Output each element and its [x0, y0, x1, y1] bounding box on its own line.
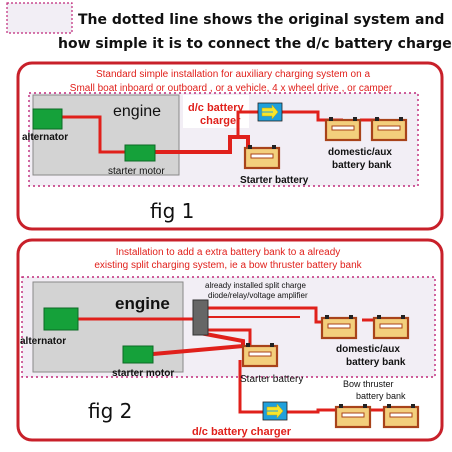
fig1-caption-1: Standard simple installation for auxilia…	[96, 69, 370, 80]
fig2-wire-charger-bow	[287, 408, 348, 414]
fig2-wire-split-starterbatt	[208, 328, 252, 345]
fig2-starter-battery	[241, 341, 279, 368]
fig1-wire-alternator-starter	[62, 115, 125, 154]
fig1-domestic-label-1: domestic/aux	[328, 147, 392, 158]
fig1-domestic-label-2: battery bank	[332, 160, 392, 171]
figure-1: Standard simple installation for auxilia…	[16, 61, 444, 231]
fig2-domestic-label-2: battery bank	[346, 357, 406, 368]
fig1-label: fig 1	[150, 199, 194, 223]
fig1-alternator-label: alternator	[22, 132, 68, 143]
figure-2: Installation to add a extra battery bank…	[16, 238, 444, 442]
fig2-dc-charger-label: d/c battery charger	[192, 426, 292, 438]
fig2-caption-1: Installation to add a extra battery bank…	[116, 247, 341, 258]
fig2-engine-label: engine	[115, 294, 170, 313]
fig1-caption-2: Small boat inboard or outboard , or a ve…	[70, 83, 393, 94]
fig2-split-label-2: diode/relay/voltage amplifier	[208, 291, 308, 300]
fig2-bow-label-1: Bow thruster	[343, 379, 394, 389]
fig2-alternator-label: alternator	[20, 336, 66, 347]
fig2-caption-2: existing split charging system, ie a bow…	[94, 260, 362, 271]
header-line-1: The dotted line shows the original syste…	[78, 12, 444, 28]
legend-dotted-box	[6, 2, 73, 34]
fig2-starter-motor	[122, 345, 154, 364]
fig2-wire-starter-split	[152, 331, 245, 356]
fig1-dc-charger	[257, 102, 283, 122]
fig2-domestic-battery-2	[372, 313, 410, 340]
fig2-split-label-1: already installed split charge	[205, 281, 306, 290]
fig1-starter-motor	[124, 144, 156, 162]
fig2-starter-battery-label: Starter battery	[240, 374, 303, 385]
fig2-dc-charger	[262, 401, 288, 421]
fig2-split-charge-unit	[192, 299, 209, 336]
fig1-domestic-battery-2	[370, 115, 408, 142]
fig2-wire-to-charger	[238, 360, 263, 414]
fig1-frame	[16, 61, 444, 231]
header-line-2: how simple it is to connect the d/c batt…	[58, 36, 452, 52]
fig2-starter-motor-label: starter motor	[112, 368, 174, 379]
fig2-label: fig 2	[88, 399, 132, 423]
fig1-starter-battery-label: Starter battery	[240, 175, 309, 186]
fig2-domestic-label-1: domestic/aux	[336, 344, 400, 355]
fig1-dc-charger-label-1: d/c battery	[188, 102, 245, 114]
fig1-dc-charger-label-2: charger	[200, 115, 241, 127]
fig1-engine-block	[32, 94, 180, 176]
fig1-domestic-battery-1	[324, 115, 362, 142]
fig1-alternator	[32, 108, 63, 130]
fig2-domestic-battery-1	[320, 313, 358, 340]
fig1-wire-starter-battery	[155, 135, 250, 154]
fig2-frame	[16, 238, 444, 442]
fig1-wire-charger	[236, 110, 258, 137]
fig1-starter-motor-label: starter motor	[108, 166, 165, 177]
fig2-alternator	[43, 307, 79, 331]
fig1-engine-label: engine	[113, 103, 161, 120]
fig2-bow-battery-1	[334, 402, 372, 429]
fig2-bow-battery-2	[382, 402, 420, 429]
fig1-starter-battery	[243, 143, 281, 170]
fig2-bow-label-2: battery bank	[356, 391, 406, 401]
